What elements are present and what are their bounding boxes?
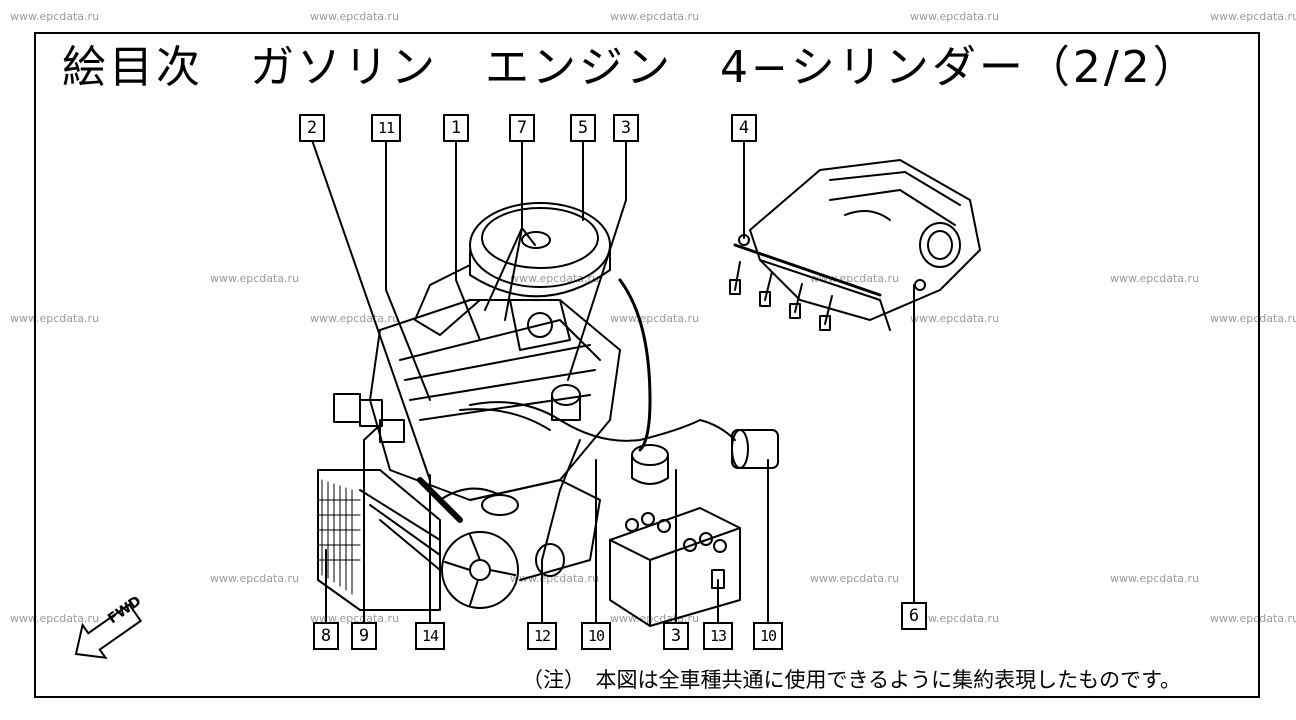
callout-11: 11 xyxy=(371,114,401,142)
watermark-text: www.epcdata.ru xyxy=(10,612,100,625)
watermark-text: www.epcdata.ru xyxy=(10,312,100,325)
callout-13: 13 xyxy=(703,622,733,650)
footnote: （注） 本図は全車種共通に使用できるように集約表現したものです。 xyxy=(522,668,1181,692)
callout-2: 2 xyxy=(299,114,325,142)
watermark-text: www.epcdata.ru xyxy=(910,312,1000,325)
callout-14: 14 xyxy=(415,622,445,650)
intake-manifold xyxy=(749,159,981,321)
watermark-text: www.epcdata.ru xyxy=(810,272,900,285)
watermark-text: www.epcdata.ru xyxy=(1210,612,1296,625)
ignition-coil xyxy=(731,429,779,469)
callout-12: 12 xyxy=(527,622,557,650)
callout-4: 4 xyxy=(731,114,757,142)
watermark-text: www.epcdata.ru xyxy=(310,10,400,23)
callout-7: 7 xyxy=(509,114,535,142)
watermark-text: www.epcdata.ru xyxy=(310,312,400,325)
watermark-text: www.epcdata.ru xyxy=(210,572,300,585)
callout-10-right: 10 xyxy=(753,622,783,650)
battery xyxy=(609,507,741,627)
watermark-text: www.epcdata.ru xyxy=(10,10,100,23)
watermark-text: www.epcdata.ru xyxy=(610,312,700,325)
watermark-text: www.epcdata.ru xyxy=(1110,272,1200,285)
fwd-arrow xyxy=(74,603,143,660)
callout-3-bottom: 3 xyxy=(663,622,689,650)
cooling-fan xyxy=(441,531,519,609)
watermark-text: www.epcdata.ru xyxy=(810,572,900,585)
watermark-text: www.epcdata.ru xyxy=(310,612,400,625)
watermark-text: www.epcdata.ru xyxy=(1110,572,1200,585)
watermark-text: www.epcdata.ru xyxy=(910,612,1000,625)
watermark-text: www.epcdata.ru xyxy=(610,10,700,23)
engine-block xyxy=(369,299,621,501)
watermark-text: www.epcdata.ru xyxy=(210,272,300,285)
watermark-text: www.epcdata.ru xyxy=(1210,312,1296,325)
diagram-frame xyxy=(34,32,1260,698)
watermark-text: www.epcdata.ru xyxy=(510,572,600,585)
callout-10-left: 10 xyxy=(581,622,611,650)
callout-8: 8 xyxy=(313,622,339,650)
watermark-text: www.epcdata.ru xyxy=(910,10,1000,23)
air-cleaner xyxy=(469,202,611,288)
callout-9: 9 xyxy=(351,622,377,650)
callout-5: 5 xyxy=(570,114,596,142)
page-title: 絵目次 ガソリン エンジン 4−シリンダー（2/2） xyxy=(62,42,1200,93)
callout-3-top: 3 xyxy=(613,114,639,142)
callout-6: 6 xyxy=(901,602,927,630)
radiator xyxy=(317,469,441,611)
callout-1: 1 xyxy=(443,114,469,142)
watermark-text: www.epcdata.ru xyxy=(1210,10,1296,23)
